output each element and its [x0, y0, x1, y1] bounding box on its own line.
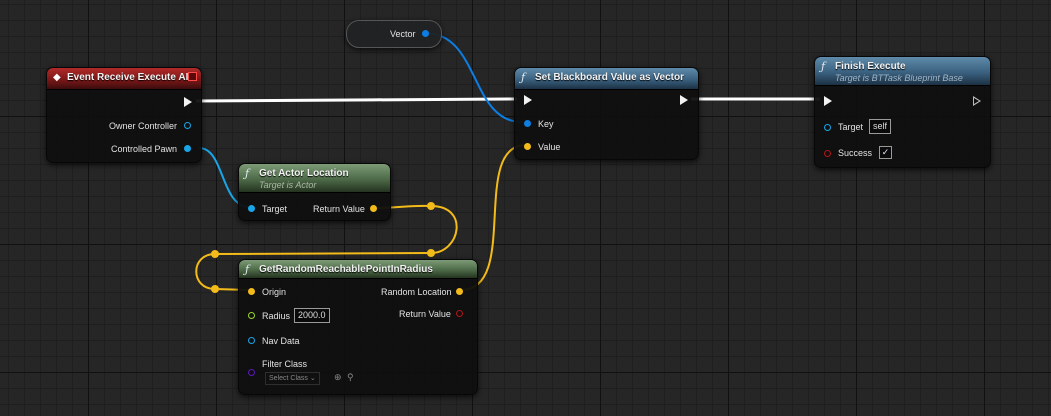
radius-pin[interactable] [248, 312, 255, 319]
get-actor-location-target-label: Target [262, 204, 288, 214]
finish-target-self-field[interactable]: self [869, 119, 892, 134]
get-actor-location-target-pin[interactable] [248, 205, 255, 212]
controlled-pawn-label: Controlled Pawn [111, 144, 178, 154]
value-label: Value [538, 142, 561, 152]
event-node-title: Event Receive Execute AI [67, 72, 189, 83]
exec-wire-event-to-set [195, 97, 518, 103]
reroute-node[interactable] [211, 285, 219, 293]
finish-target-label: Target [838, 122, 864, 132]
get-actor-location-header[interactable]: ƒ Get Actor Location Target is Actor [239, 164, 390, 193]
owner-controller-label: Owner Controller [109, 121, 178, 131]
filter-class-select[interactable]: Select Class ⌄ [265, 372, 320, 385]
filter-class-pin[interactable] [248, 369, 255, 376]
set-blackboard-title: Set Blackboard Value as Vector [535, 72, 684, 83]
success-pin[interactable] [824, 150, 831, 157]
nav-data-pin[interactable] [248, 337, 255, 344]
reroute-node[interactable] [427, 202, 435, 210]
set-blackboard-exec-out-pin[interactable] [680, 95, 688, 105]
function-icon: ƒ [521, 71, 526, 84]
get-random-reachable-point-node[interactable]: ƒ GetRandomReachablePointInRadius Origin… [238, 259, 478, 395]
finish-execute-title: Finish Execute [835, 61, 906, 72]
radius-input[interactable]: 2000.0 [294, 308, 330, 323]
get-random-return-label: Return Value [399, 309, 451, 319]
nav-data-label: Nav Data [262, 336, 300, 346]
chevron-down-icon: ⌄ [309, 375, 316, 382]
finish-execute-subtitle: Target is BTTask Blueprint Base [835, 73, 963, 83]
key-pin[interactable] [524, 120, 531, 127]
controlled-pawn-pin[interactable] [184, 145, 191, 152]
wire-vector-to-key [424, 32, 523, 123]
get-random-return-pin[interactable] [456, 310, 463, 317]
filter-class-label: Filter Class [262, 359, 308, 369]
event-receive-execute-ai-node[interactable]: ◆ Event Receive Execute AI Owner Control… [46, 67, 202, 163]
random-location-pin[interactable] [456, 288, 463, 295]
delegate-pin-icon[interactable] [188, 72, 197, 81]
reroute-node[interactable] [211, 250, 219, 258]
vector-variable-node[interactable]: Vector [346, 20, 442, 48]
finish-execute-exec-in-pin[interactable] [824, 96, 832, 106]
success-checkbox[interactable]: ✓ [879, 146, 892, 159]
get-actor-location-return-label: Return Value [313, 204, 365, 214]
add-icon[interactable]: ⊕ [334, 372, 342, 382]
radius-label: Radius [262, 311, 291, 321]
event-node-header[interactable]: ◆ Event Receive Execute AI [47, 68, 201, 90]
event-exec-out-pin[interactable] [184, 97, 192, 107]
function-icon: ƒ [245, 167, 250, 180]
set-blackboard-value-node[interactable]: ƒ Set Blackboard Value as Vector Key Val… [514, 67, 699, 160]
get-random-point-title: GetRandomReachablePointInRadius [259, 264, 433, 275]
finish-execute-header[interactable]: ƒ Finish Execute Target is BTTask Bluepr… [815, 57, 990, 86]
browse-icon[interactable]: ⚲ [347, 372, 354, 382]
origin-label: Origin [262, 287, 287, 297]
function-icon: ƒ [245, 263, 250, 276]
get-actor-location-title: Get Actor Location [259, 168, 349, 179]
origin-pin[interactable] [248, 288, 255, 295]
event-icon: ◆ [53, 72, 61, 83]
get-actor-location-subtitle: Target is Actor [259, 180, 317, 190]
finish-execute-exec-out-pin[interactable] [973, 96, 981, 106]
filter-class-select-text: Select Class [269, 375, 308, 382]
function-icon: ƒ [821, 60, 826, 73]
owner-controller-pin[interactable] [184, 122, 191, 129]
vector-output-label: Vector [390, 29, 416, 39]
value-pin[interactable] [524, 143, 531, 150]
success-label: Success [838, 148, 873, 158]
vector-output-pin[interactable] [422, 30, 429, 37]
random-location-label: Random Location [381, 287, 452, 297]
finish-target-pin[interactable] [824, 124, 831, 131]
set-blackboard-header[interactable]: ƒ Set Blackboard Value as Vector [515, 68, 698, 90]
get-actor-location-node[interactable]: ƒ Get Actor Location Target is Actor Tar… [238, 163, 391, 221]
reroute-node[interactable] [427, 249, 435, 257]
get-actor-location-return-pin[interactable] [370, 205, 377, 212]
set-blackboard-exec-in-pin[interactable] [524, 95, 532, 105]
get-random-point-header[interactable]: ƒ GetRandomReachablePointInRadius [239, 260, 477, 279]
key-label: Key [538, 119, 554, 129]
finish-execute-node[interactable]: ƒ Finish Execute Target is BTTask Bluepr… [814, 56, 991, 168]
